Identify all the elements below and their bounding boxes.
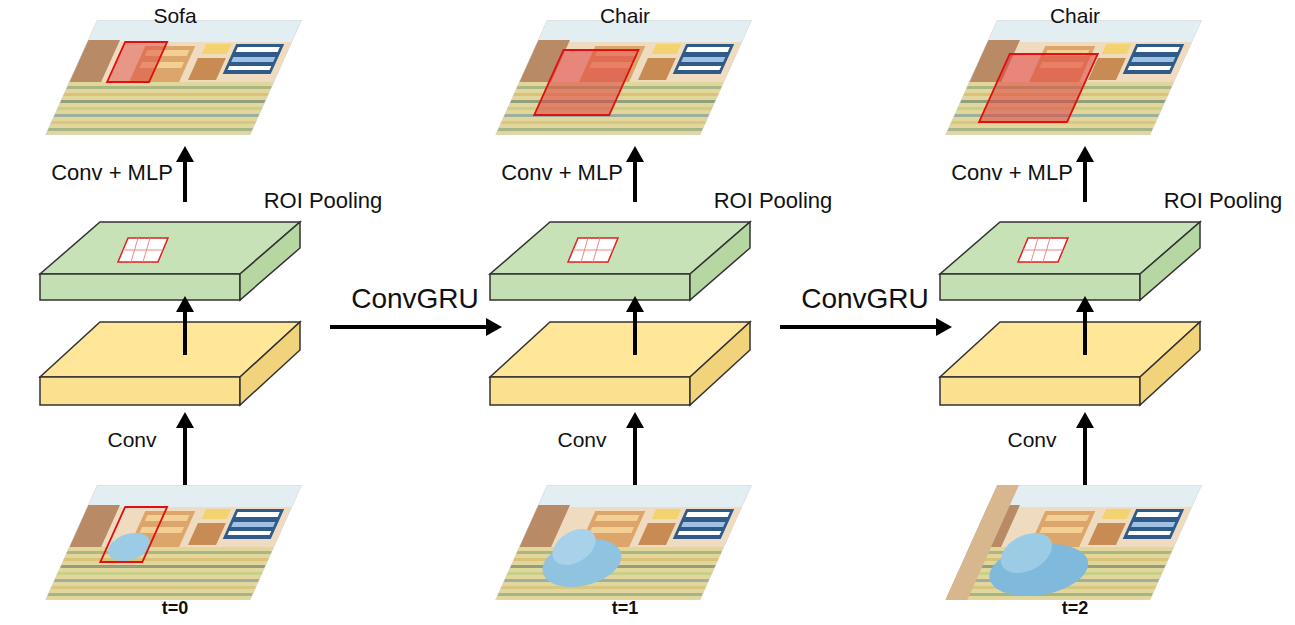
text-label: ROI Pooling [264, 188, 383, 213]
text-label: ROI Pooling [1164, 188, 1283, 213]
text-label: ROI Pooling [714, 188, 833, 213]
time-step-label: t=0 [162, 598, 189, 619]
text-label: Chair [600, 4, 650, 28]
text-label: Conv + MLP [51, 160, 173, 185]
text-label: Conv + MLP [951, 160, 1073, 185]
text-label: Conv + MLP [501, 160, 623, 185]
text-label: Sofa [153, 4, 196, 28]
text-label: Conv [1007, 428, 1056, 452]
text-label: Chair [1050, 4, 1100, 28]
time-step-label: t=2 [1062, 598, 1089, 619]
text-label: Conv [557, 428, 606, 452]
text-label: ConvGRU [801, 283, 929, 315]
text-label: Conv [107, 428, 156, 452]
time-step-label: t=1 [612, 598, 639, 619]
text-label: ConvGRU [351, 283, 479, 315]
